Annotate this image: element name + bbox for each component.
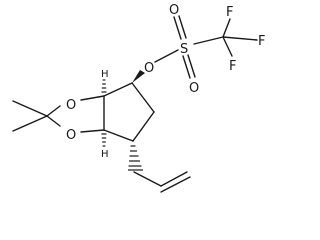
ring-bond-c5-c6	[132, 111, 155, 142]
dioxolane-bond-o-cme2	[46, 105, 61, 117]
hashed-bond-c6-vinyl	[128, 145, 143, 171]
ring-bond-c3a-c4	[103, 82, 133, 97]
atom-label-s: S	[180, 42, 188, 57]
atom-label-f-right: F	[258, 34, 265, 49]
double-bond-s-o-top-b	[178, 15, 187, 39]
vinyl-double-bond-b	[160, 176, 191, 193]
ring-bond-c4-c5	[131, 82, 155, 113]
double-bond-s-o-bottom-b	[187, 54, 196, 78]
hashed-bond-h-top	[101, 79, 107, 93]
atom-label-o-s-top: O	[169, 3, 179, 18]
bond-o-s	[154, 49, 179, 63]
structure-diagram: O S O O F F F O O H H	[12, 3, 266, 193]
atom-label-o-ring-bottom: O	[66, 128, 76, 143]
vinyl-bond-single	[133, 171, 162, 187]
atom-label-f-bottom: F	[229, 59, 236, 74]
ring-bond-c6-c6a	[103, 129, 134, 142]
double-bond-s-o-top-a	[173, 16, 182, 40]
bond-c-f-right	[222, 36, 258, 41]
atom-label-o-ring-top: O	[66, 98, 76, 113]
dioxolane-bond-cme2-o	[46, 115, 61, 127]
double-bond-s-o-bottom-a	[182, 55, 191, 79]
vinyl-double-bond-a	[160, 171, 188, 187]
dioxolane-bond-o-c6a	[80, 129, 105, 133]
bond-c-f-bottom	[222, 36, 233, 57]
molecule-drawing: O S O O F F F O O H H	[12, 3, 265, 193]
bond-s-cf3	[193, 36, 224, 45]
atom-label-h-top: H	[101, 69, 109, 80]
bond-c-f-top	[222, 18, 231, 38]
wedge-bond-c4-o	[132, 70, 145, 83]
methyl-bond-upper	[12, 100, 48, 117]
hashed-bond-h-bottom	[101, 133, 107, 147]
dioxolane-bond-c3a-o	[80, 95, 105, 101]
atom-label-h-bottom: H	[101, 149, 109, 160]
atom-label-o-s-bottom: O	[189, 81, 199, 96]
atom-label-f-top: F	[226, 5, 233, 20]
atom-label-o-triflate: O	[144, 61, 154, 76]
methyl-bond-lower	[12, 115, 48, 132]
